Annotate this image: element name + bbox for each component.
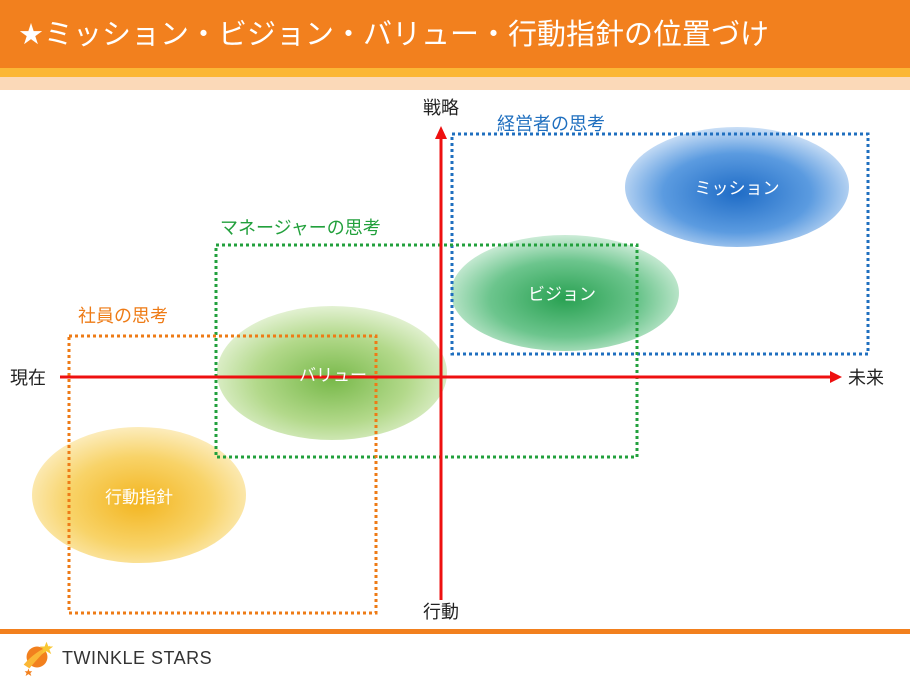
page-title: ★ミッション・ビジョン・バリュー・行動指針の位置づけ bbox=[18, 17, 769, 51]
employee-box bbox=[67, 334, 378, 615]
mission-label: ミッション bbox=[695, 179, 780, 199]
footer-brand-name: TWINKLE STARS bbox=[62, 648, 213, 668]
header-stripe-yellow bbox=[0, 68, 910, 77]
guideline-label: 行動指針 bbox=[105, 488, 173, 508]
vision-label: ビジョン bbox=[528, 285, 596, 305]
axis-label-top: 戦略 bbox=[423, 98, 459, 119]
guideline-ellipse bbox=[32, 427, 246, 563]
axis-label-bottom: 行動 bbox=[423, 602, 459, 623]
position-diagram: 戦略 行動 現在 未来 経営者の思考 マネージャーの思考 社員の思考 ミッション… bbox=[10, 98, 884, 623]
header-bar: ★ミッション・ビジョン・バリュー・行動指針の位置づけ bbox=[0, 0, 910, 68]
horizontal-axis-arrowhead bbox=[830, 371, 842, 383]
vertical-axis-arrowhead bbox=[435, 126, 447, 139]
axis-label-right: 未来 bbox=[848, 368, 884, 389]
header-stripe-peach bbox=[0, 77, 910, 90]
value-label: バリュー bbox=[299, 366, 367, 386]
value-ellipse bbox=[217, 306, 447, 440]
manager-group-label: マネージャーの思考 bbox=[220, 218, 381, 239]
footer-divider bbox=[0, 629, 910, 634]
employee-group-label: 社員の思考 bbox=[78, 306, 168, 327]
mission-ellipse bbox=[625, 127, 849, 247]
management-group-label: 経営者の思考 bbox=[497, 114, 605, 135]
manager-box bbox=[214, 243, 639, 459]
vision-ellipse bbox=[451, 235, 679, 351]
twinkle-stars-logo-icon bbox=[23, 641, 54, 676]
axis-label-left: 現在 bbox=[10, 368, 46, 389]
